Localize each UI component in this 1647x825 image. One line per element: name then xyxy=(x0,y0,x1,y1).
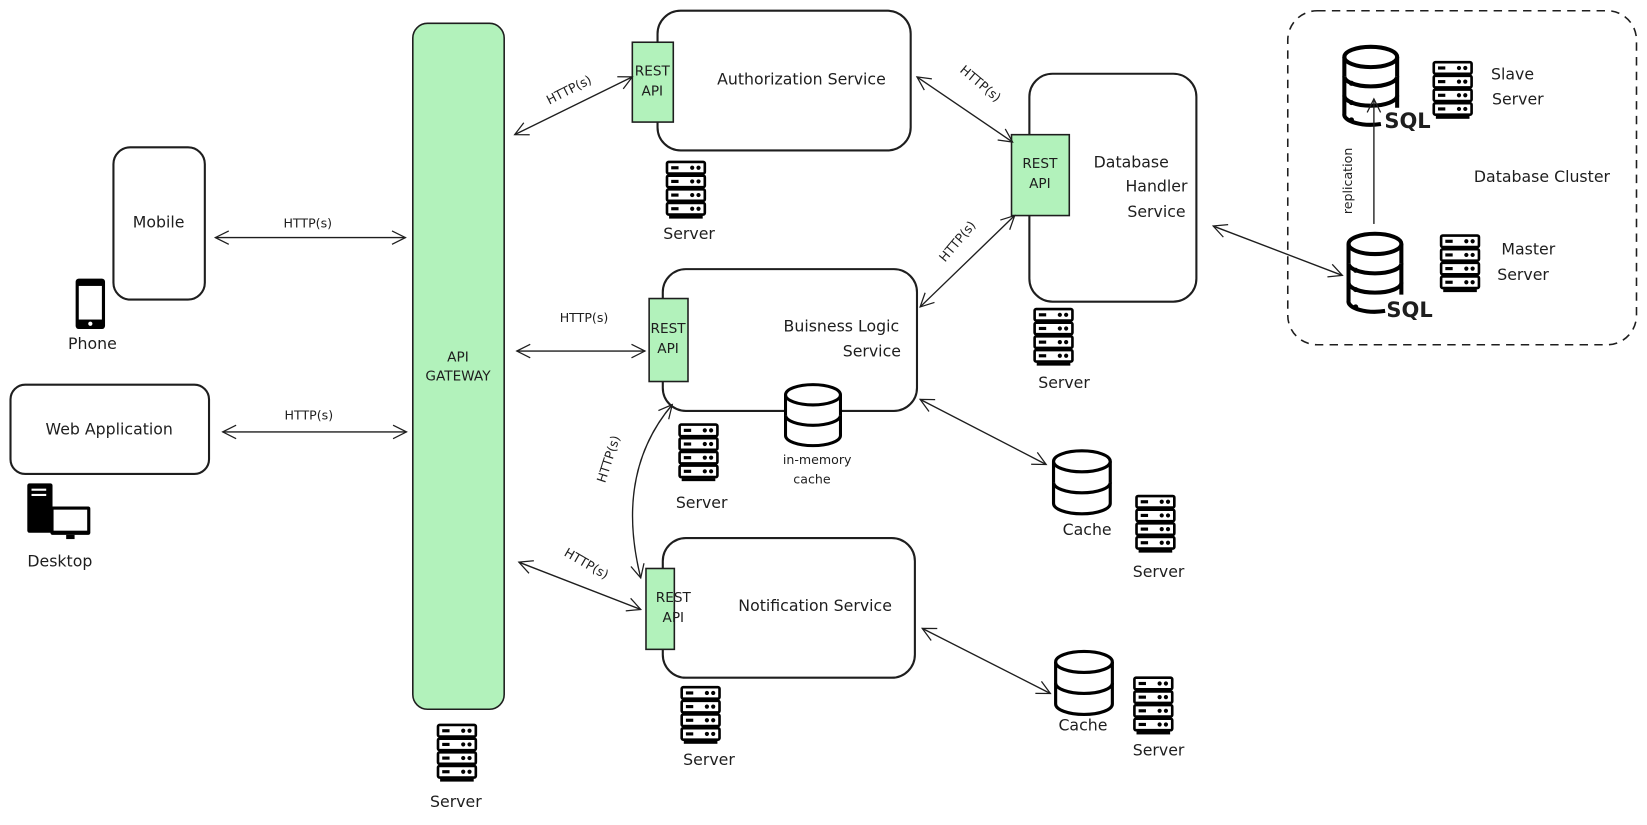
in-memory-cache-label-1: in-memory xyxy=(783,452,852,467)
web-app-label: Web Application xyxy=(46,419,173,438)
database-cluster-label: Database Cluster xyxy=(1474,167,1611,186)
business-server-label: Server xyxy=(676,493,728,512)
desktop-icon xyxy=(27,483,91,540)
gateway-server-icon xyxy=(436,723,478,782)
auth-dbhandler-protocol: HTTP(s) xyxy=(957,62,1004,105)
db-handler-label-2: Handler xyxy=(1125,177,1188,196)
db-handler-label-1: Database xyxy=(1094,153,1169,172)
master-label-1: Master xyxy=(1501,240,1555,259)
phone-icon xyxy=(75,278,106,329)
business-dbhandler-arrow xyxy=(919,214,1016,308)
cache-server-icon-1 xyxy=(1135,494,1176,553)
db-handler-server-icon xyxy=(1033,307,1074,366)
db-handler-label-3: Service xyxy=(1127,202,1185,221)
auth-server-label: Server xyxy=(663,224,715,243)
business-notification-arrow xyxy=(630,403,674,580)
dbhandler-master-arrow xyxy=(1211,223,1344,278)
business-notification-protocol: HTTP(s) xyxy=(594,433,623,484)
mobile-label: Mobile xyxy=(133,212,185,231)
db-handler-rest-label-1: REST xyxy=(1022,156,1058,172)
desktop-label: Desktop xyxy=(27,552,92,571)
db-handler-server-label: Server xyxy=(1038,373,1090,392)
db-handler-rest-label-2: API xyxy=(1029,176,1051,192)
replication-label: replication xyxy=(1340,148,1355,214)
mobile-gateway-protocol: HTTP(s) xyxy=(283,215,332,230)
api-gateway[interactable] xyxy=(412,22,505,711)
gateway-server-label: Server xyxy=(430,792,482,811)
business-rest-api[interactable] xyxy=(648,297,689,383)
db-handler-rest-api[interactable] xyxy=(1010,133,1071,217)
cache-icon-1 xyxy=(1051,449,1112,516)
in-memory-cache-icon xyxy=(783,383,843,448)
in-memory-cache-label-2: cache xyxy=(793,472,831,487)
mobile-client-box[interactable] xyxy=(112,146,206,301)
auth-rest-api[interactable] xyxy=(631,41,675,123)
cache-label-2: Cache xyxy=(1058,716,1107,735)
business-label-1: Buisness Logic xyxy=(784,316,900,335)
notification-rest-label-1: REST xyxy=(656,590,692,606)
slave-server-icon xyxy=(1432,60,1473,119)
api-gateway-label-2: GATEWAY xyxy=(425,368,491,384)
gateway-auth-arrow xyxy=(513,76,634,136)
notification-cache-arrow xyxy=(920,627,1052,695)
business-rest-label-1: REST xyxy=(650,321,686,337)
cache-server-label-2: Server xyxy=(1133,741,1185,760)
web-gateway-protocol: HTTP(s) xyxy=(285,408,334,423)
master-sql-label: SQL xyxy=(1386,298,1432,322)
cache-label-1: Cache xyxy=(1063,520,1112,539)
notification-server-label: Server xyxy=(683,750,735,769)
auth-rest-label-2: API xyxy=(641,84,663,100)
gateway-auth-protocol: HTTP(s) xyxy=(544,72,594,107)
gateway-notification-protocol: HTTP(s) xyxy=(562,545,612,582)
auth-dbhandler-arrow xyxy=(915,76,1014,143)
business-rest-label-2: API xyxy=(657,341,679,357)
phone-label: Phone xyxy=(68,334,117,353)
gateway-business-protocol: HTTP(s) xyxy=(560,310,609,325)
notification-rest-label-2: API xyxy=(662,610,684,626)
slave-sql-label: SQL xyxy=(1384,109,1430,133)
auth-service-label: Authorization Service xyxy=(717,70,886,89)
cache-server-label-1: Server xyxy=(1133,562,1185,581)
gateway-notification-arrow xyxy=(517,560,643,612)
business-label-2: Service xyxy=(843,342,901,361)
auth-server-icon xyxy=(665,160,707,219)
notification-label: Notification Service xyxy=(738,596,892,615)
cache-server-icon-2 xyxy=(1133,676,1174,735)
master-server-icon xyxy=(1439,234,1481,293)
database-cluster-box[interactable] xyxy=(1286,9,1638,346)
slave-label-2: Server xyxy=(1492,90,1544,109)
web-app-client-box[interactable] xyxy=(9,383,211,475)
cache-icon-2 xyxy=(1054,649,1114,717)
master-label-2: Server xyxy=(1497,265,1549,284)
business-cache-arrow xyxy=(918,398,1048,466)
api-gateway-label-1: API xyxy=(447,349,469,365)
auth-rest-label-1: REST xyxy=(635,64,671,80)
notification-server-icon xyxy=(680,685,721,744)
business-server-icon xyxy=(678,423,719,482)
slave-label-1: Slave xyxy=(1491,64,1534,83)
